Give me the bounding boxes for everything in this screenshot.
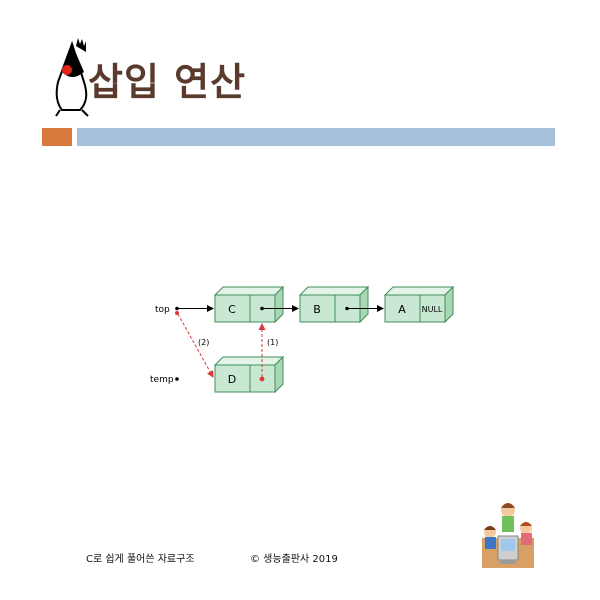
node-b: B bbox=[298, 285, 370, 324]
node-b-label: B bbox=[313, 303, 321, 316]
node-a: A NULL bbox=[383, 285, 455, 324]
step-2-arrow bbox=[177, 313, 214, 378]
node-c-label: C bbox=[228, 303, 236, 316]
node-d: D bbox=[213, 355, 285, 394]
title-bar bbox=[77, 128, 555, 146]
linked-list-insert-diagram: C B A NULL D top temp (1) (2) bbox=[150, 285, 455, 394]
step-2-label: (2) bbox=[198, 338, 209, 347]
footer-book-title: C로 쉽게 풀어쓴 자료구조 bbox=[86, 554, 195, 565]
node-c: C bbox=[213, 285, 285, 324]
footer-copyright: © 생능출판사 2019 bbox=[250, 554, 338, 565]
step-1-label: (1) bbox=[267, 338, 278, 347]
temp-pointer-label: temp bbox=[150, 375, 174, 385]
top-pointer-label: top bbox=[155, 305, 170, 315]
children-computer-illustration-icon bbox=[482, 503, 534, 568]
title-accent-bar bbox=[42, 128, 72, 146]
null-label: NULL bbox=[422, 305, 443, 314]
java-duke-mascot-icon bbox=[55, 38, 89, 117]
slide-title: 삽입 연산 bbox=[88, 60, 247, 104]
node-a-label: A bbox=[398, 303, 406, 316]
node-d-label: D bbox=[228, 373, 236, 386]
